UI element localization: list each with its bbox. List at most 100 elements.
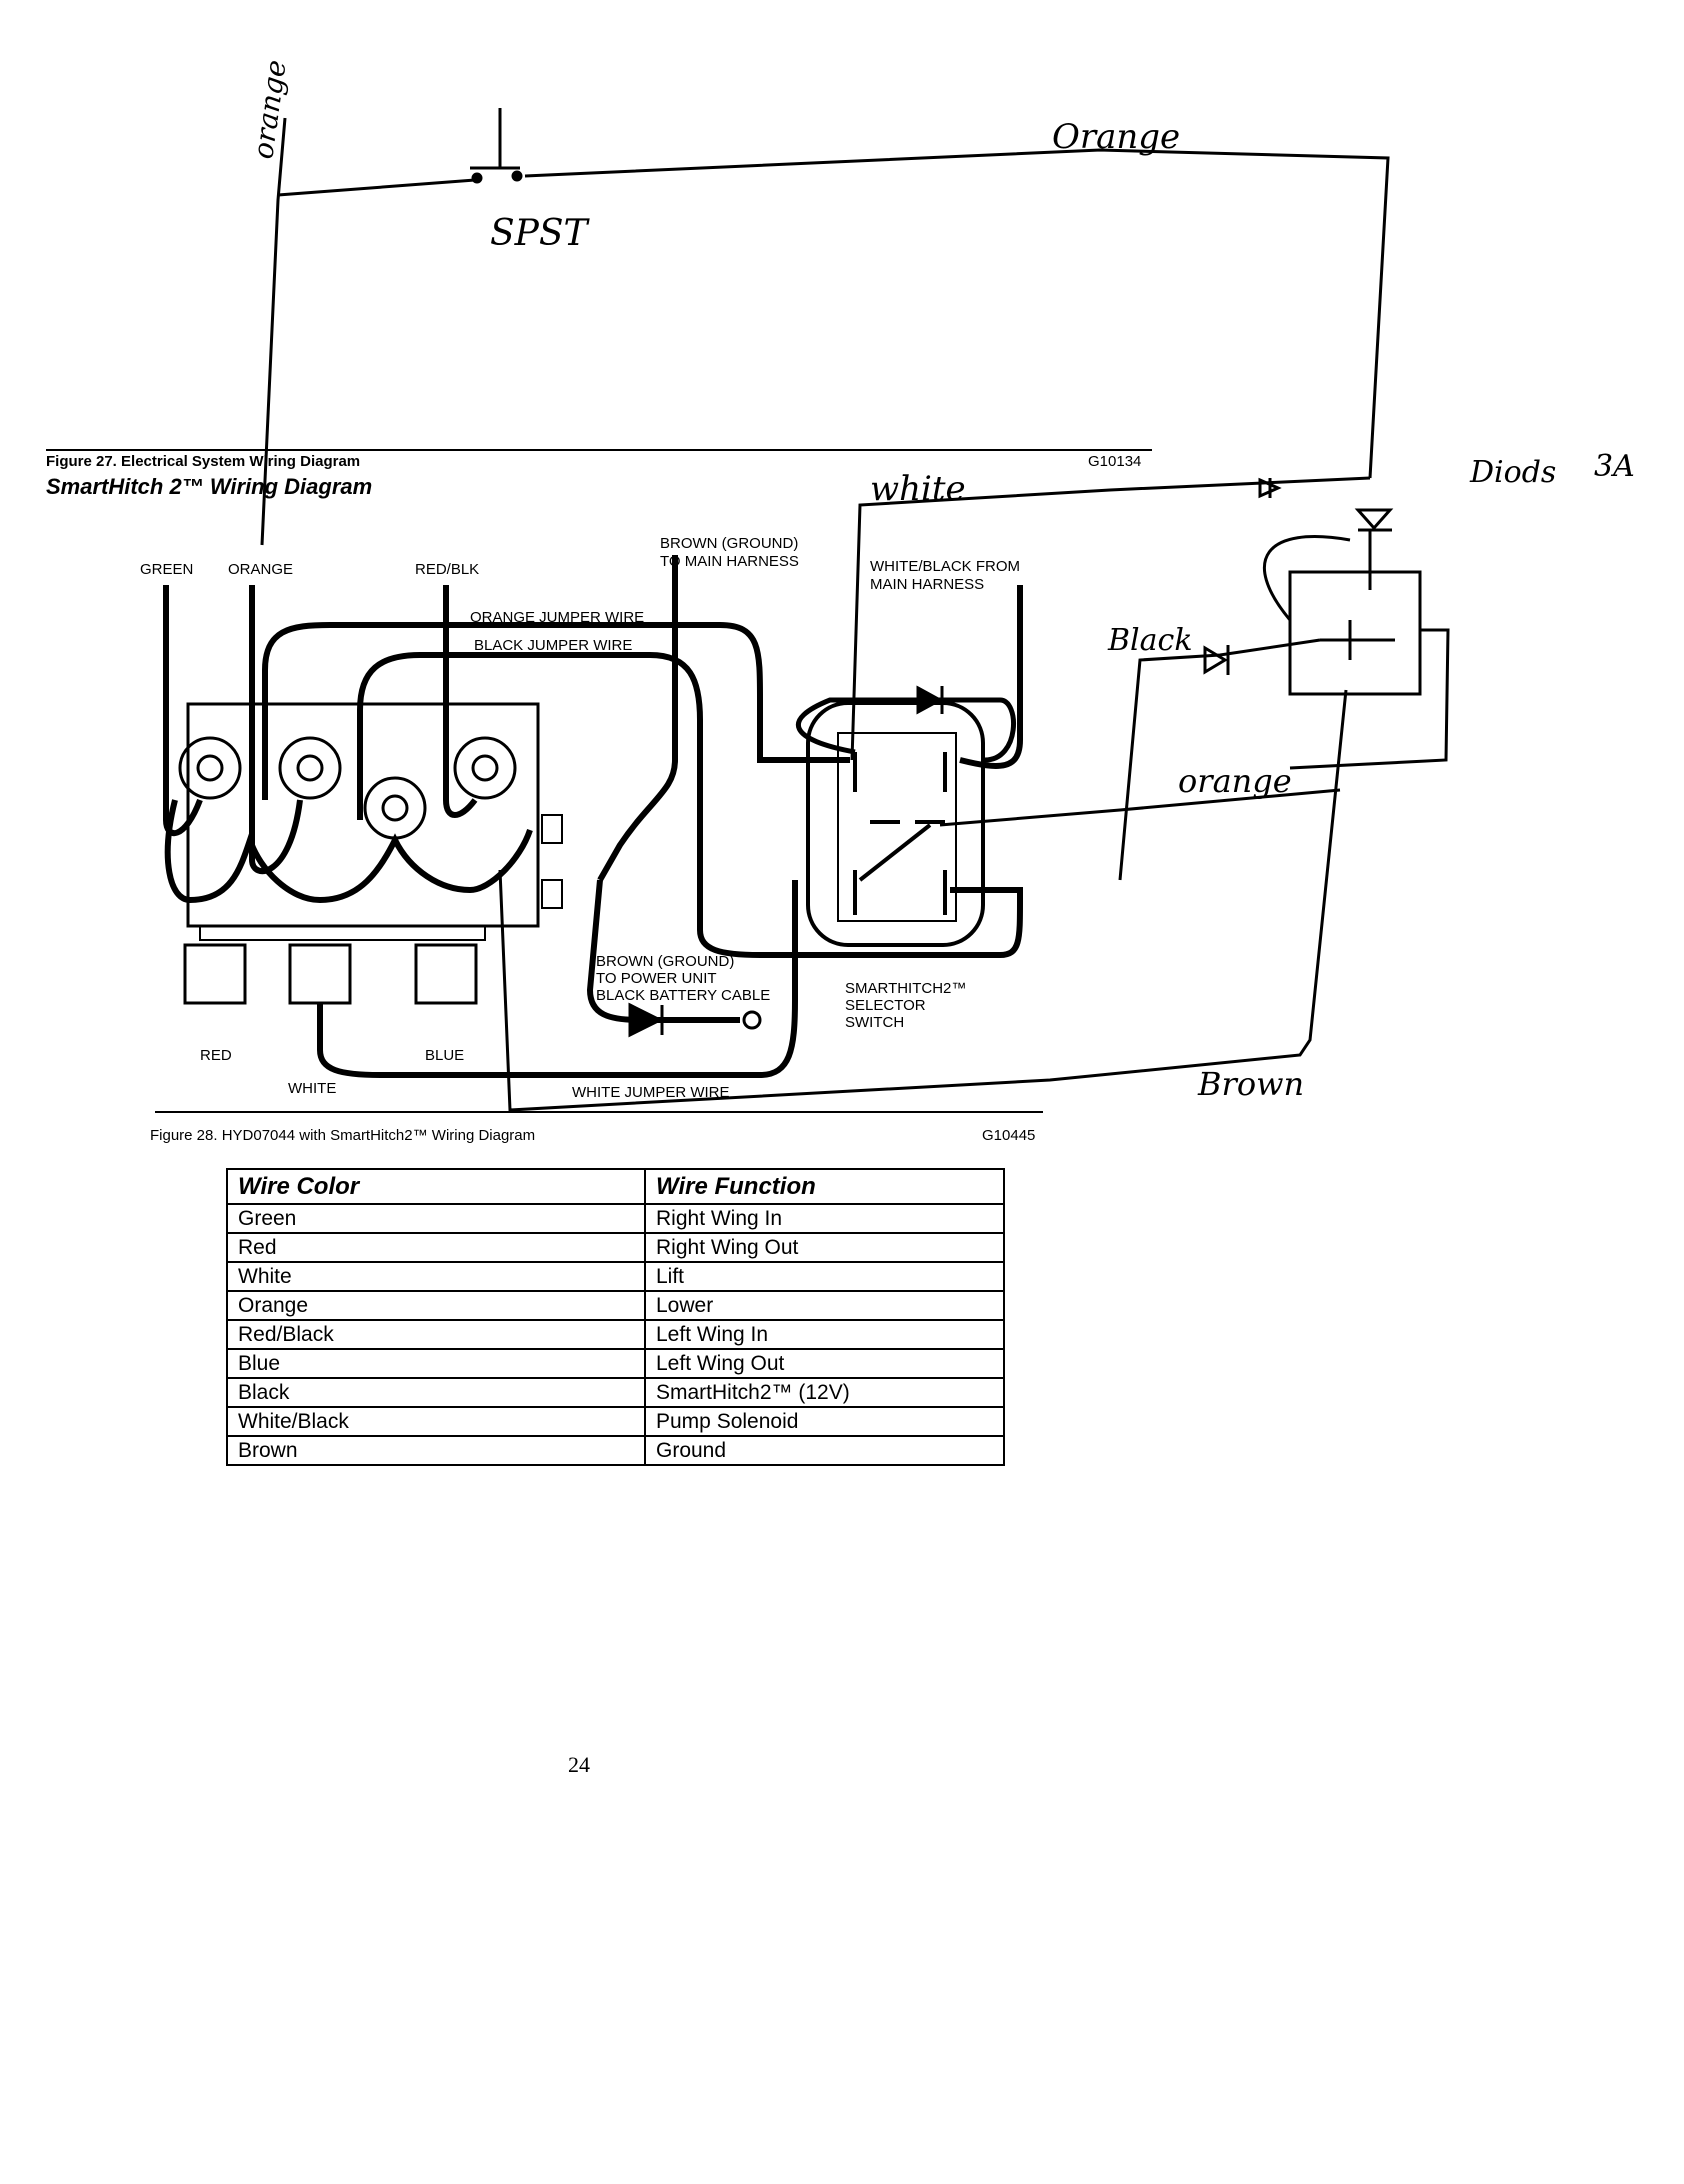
wire-color: White <box>226 1261 646 1292</box>
wire-function: Lift <box>644 1261 1005 1292</box>
wire-color: Green <box>226 1203 646 1234</box>
connector-blue <box>414 943 478 1005</box>
diode-relay <box>1354 508 1394 532</box>
brown-hand-wire <box>498 689 1348 1112</box>
selector-switch <box>806 701 985 947</box>
table-header-row: Wire Color Wire Function <box>226 1168 1005 1205</box>
relay-coil-loop <box>1262 535 1351 621</box>
label-white: WHITE <box>288 1080 336 1097</box>
coil-2-inner <box>296 754 324 782</box>
hw-amp: 3A <box>1594 449 1635 484</box>
orange-mid-wire <box>939 788 1341 827</box>
wire-function: Left Wing Out <box>644 1348 1005 1379</box>
label-brown-power-1: BROWN (GROUND) <box>596 953 734 970</box>
label-brown-power-2: TO POWER UNIT <box>596 970 717 987</box>
diode-top <box>1258 477 1282 499</box>
white-hand-wire <box>850 476 1371 761</box>
orange-top-wire <box>277 178 476 197</box>
coil-1-inner <box>196 754 224 782</box>
label-white-black-1: WHITE/BLACK FROM <box>870 558 1020 575</box>
coil-1 <box>178 736 242 800</box>
bolt-lower <box>541 879 563 909</box>
wire-function: Ground <box>644 1435 1005 1466</box>
diode-black <box>1203 645 1230 675</box>
label-orange: ORANGE <box>228 561 293 578</box>
label-blue: BLUE <box>425 1047 464 1064</box>
selector-terminals <box>853 752 947 915</box>
page-number: 24 <box>568 1752 590 1777</box>
coil-4 <box>453 736 517 800</box>
wire-white-jumper <box>317 880 798 1078</box>
hw-brown: Brown <box>1197 1065 1304 1103</box>
diode-printed-power <box>628 1002 664 1038</box>
wire-function: Right Wing Out <box>644 1232 1005 1263</box>
black-hand-wire <box>1118 638 1321 881</box>
figure28-code: G10445 <box>982 1127 1035 1144</box>
label-brown-ground-1: BROWN (GROUND) <box>660 535 798 552</box>
label-orange-jumper: ORANGE JUMPER WIRE <box>470 609 644 626</box>
wire-color: Orange <box>226 1290 646 1321</box>
hw-spst: SPST <box>490 213 591 254</box>
hw-orange-mid: orange <box>1178 762 1292 800</box>
label-red: RED <box>200 1047 232 1064</box>
wire-color: Black <box>226 1377 646 1408</box>
table-header-color: Wire Color <box>226 1168 646 1205</box>
connector-white <box>288 943 352 1005</box>
coil-4-inner <box>471 754 499 782</box>
hw-diods: Diods <box>1469 455 1556 490</box>
spst-contact-left <box>471 172 483 184</box>
label-brown-power-3: BLACK BATTERY CABLE <box>596 987 770 1004</box>
hw-white: white <box>870 469 966 509</box>
label-black-jumper: BLACK JUMPER WIRE <box>474 637 632 654</box>
wire-color: Brown <box>226 1435 646 1466</box>
hw-orange-top: Orange <box>1052 117 1180 157</box>
bolt-upper <box>541 814 563 844</box>
wire-color: Red/Black <box>226 1319 646 1350</box>
wire-green <box>163 585 203 837</box>
wire-color: Blue <box>226 1348 646 1379</box>
wire-orange-jumper <box>262 622 850 800</box>
figure28-caption: Figure 28. HYD07044 with SmartHitch2™ Wi… <box>150 1127 535 1144</box>
switch-blade <box>858 823 932 882</box>
wire-function: Left Wing In <box>644 1319 1005 1350</box>
spst-contact-right <box>511 170 523 182</box>
wire-black-jumper <box>357 652 1023 958</box>
wire-selector-loop <box>795 697 1016 763</box>
spst-lever <box>470 108 520 170</box>
wire-color: White/Black <box>226 1406 646 1437</box>
label-brown-ground-2: TO MAIN HARNESS <box>660 553 799 570</box>
figure27-code: G10134 <box>1088 453 1141 470</box>
printed-wires <box>163 555 1023 1078</box>
table-header-function: Wire Function <box>644 1168 1005 1205</box>
wire-color: Red <box>226 1232 646 1263</box>
wire-function: SmartHitch2™ (12V) <box>644 1377 1005 1408</box>
wire-coil-loop <box>164 799 533 904</box>
label-selector-1: SMARTHITCH2™ <box>845 980 966 997</box>
wire-white-black <box>959 585 1023 769</box>
wire-red-blk <box>443 585 478 818</box>
label-white-black-2: MAIN HARNESS <box>870 576 984 593</box>
selector-plate <box>837 732 957 922</box>
coils <box>178 736 517 840</box>
hw-black: Black <box>1107 623 1193 658</box>
wire-function: Pump Solenoid <box>644 1406 1005 1437</box>
orange-top-run <box>524 148 1390 479</box>
relay-box <box>1288 570 1422 696</box>
hw-orange-vertical: orange <box>246 58 293 161</box>
coil-2 <box>278 736 342 800</box>
handwritten-circuit <box>260 108 1450 1112</box>
coil-3-inner <box>381 794 409 822</box>
orange-vertical-wire <box>260 117 287 546</box>
coil-3 <box>363 776 427 840</box>
schematic <box>155 555 1043 1113</box>
